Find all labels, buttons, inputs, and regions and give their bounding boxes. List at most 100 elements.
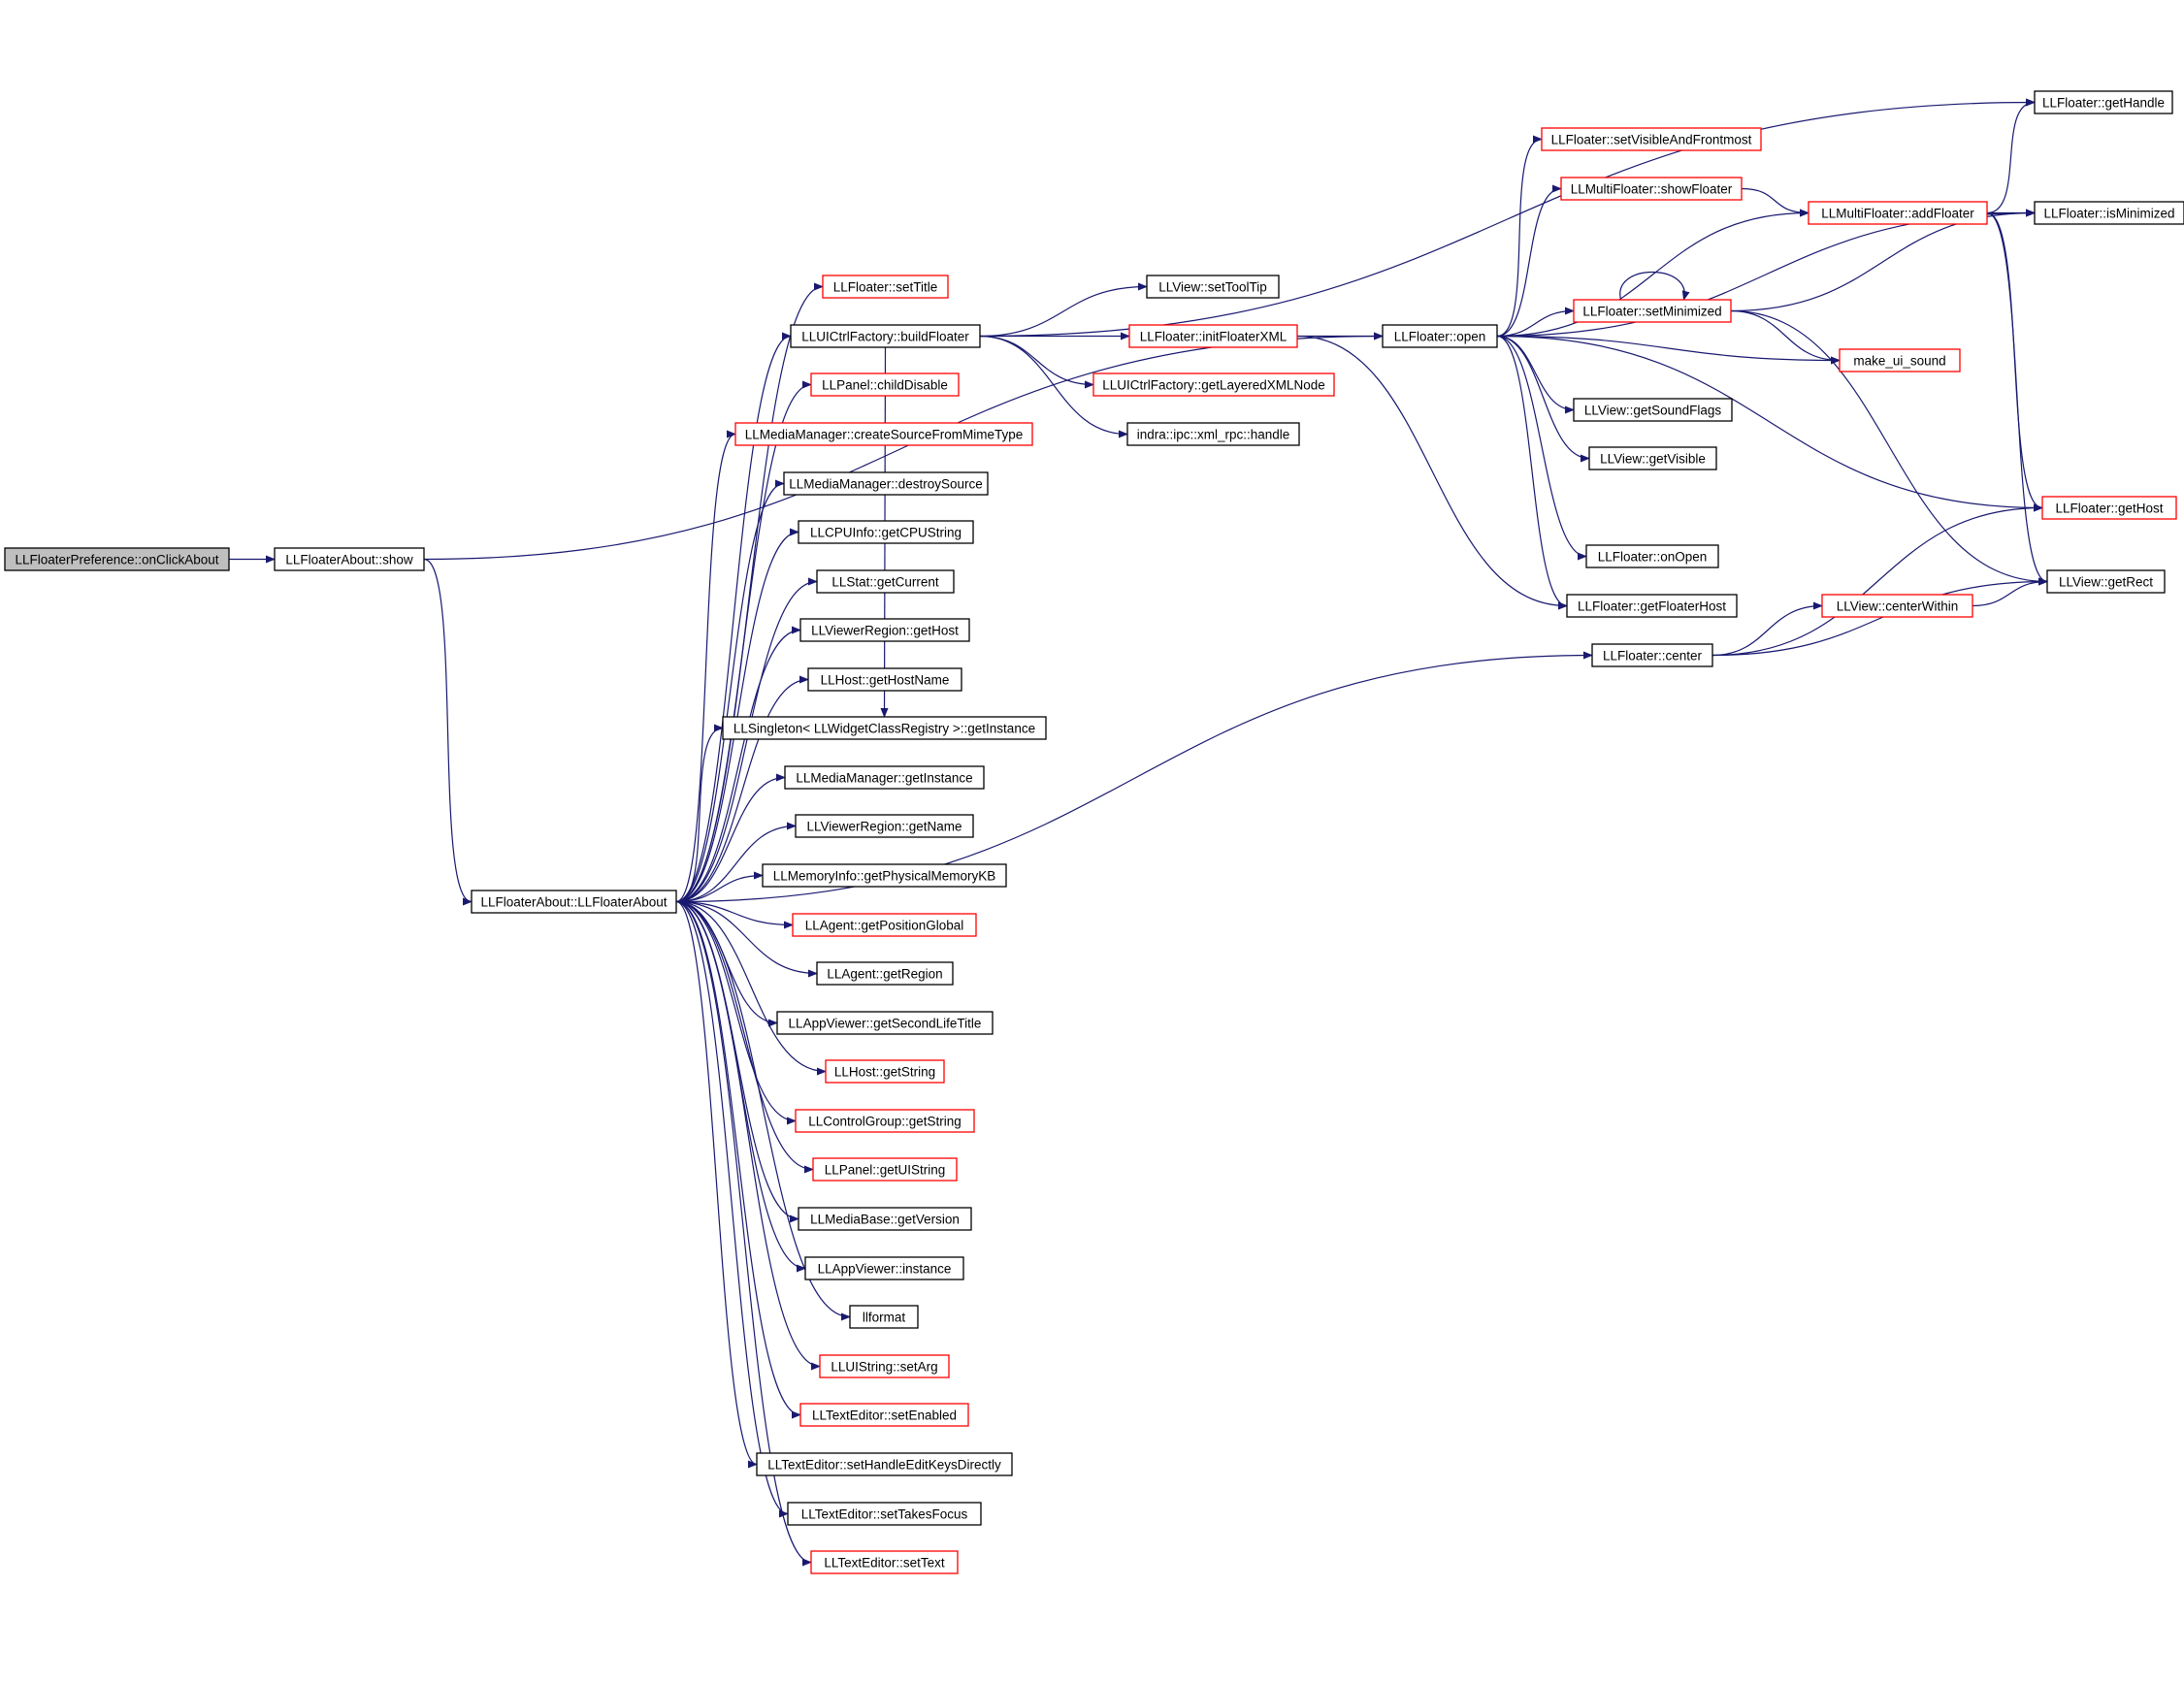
graph-node-set-text[interactable]: LLTextEditor::setText bbox=[810, 1550, 959, 1574]
node-box bbox=[810, 372, 960, 397]
graph-node-set-arg[interactable]: LLUIString::setArg bbox=[819, 1354, 950, 1378]
node-label: LLAppViewer::instance bbox=[818, 1262, 952, 1277]
node-label: LLFloaterAbout::show bbox=[285, 553, 413, 567]
node-box bbox=[816, 961, 954, 986]
graph-node-get-floater-host[interactable]: LLFloater::getFloaterHost bbox=[1566, 594, 1738, 618]
edge-layer bbox=[228, 98, 2048, 1567]
graph-node-root[interactable]: LLFloaterPreference::onClickAbout bbox=[4, 547, 230, 571]
graph-node-get-rect[interactable]: LLView::getRect bbox=[2046, 569, 2166, 594]
graph-node-build-floater[interactable]: LLUICtrlFactory::buildFloater bbox=[790, 324, 981, 348]
node-box bbox=[1541, 127, 1762, 151]
graph-node-get-current[interactable]: LLStat::getCurrent bbox=[816, 569, 955, 594]
graph-node-add-floater[interactable]: LLMultiFloater::addFloater bbox=[1808, 201, 1988, 225]
node-label: LLTextEditor::setTakesFocus bbox=[801, 1507, 968, 1522]
node-label: LLFloater::onOpen bbox=[1598, 550, 1708, 565]
graph-node-get-handle[interactable]: LLFloater::getHandle bbox=[2034, 90, 2173, 114]
graph-node-llformat[interactable]: llformat bbox=[849, 1305, 919, 1329]
graph-node-show[interactable]: LLFloaterAbout::show bbox=[274, 547, 425, 571]
graph-node-get-version[interactable]: LLMediaBase::getVersion bbox=[798, 1207, 972, 1231]
graph-node-show-floater[interactable]: LLMultiFloater::showFloater bbox=[1560, 177, 1743, 201]
graph-node-singleton-get-instance[interactable]: LLSingleton< LLWidgetClassRegistry >::ge… bbox=[722, 716, 1047, 740]
graph-node-set-title[interactable]: LLFloater::setTitle bbox=[822, 275, 949, 299]
node-box bbox=[795, 814, 974, 838]
edge-open-to-fGetHost bbox=[1496, 335, 2043, 512]
node-box bbox=[1382, 324, 1498, 348]
graph-node-vr-get-host[interactable]: LLViewerRegion::getHost bbox=[799, 618, 970, 642]
graph-node-set-vis-front[interactable]: LLFloater::setVisibleAndFrontmost bbox=[1541, 127, 1762, 151]
node-box bbox=[1126, 422, 1300, 446]
graph-node-f-get-host[interactable]: LLFloater::getHost bbox=[2041, 496, 2177, 520]
graph-node-set-minimized[interactable]: LLFloater::setMinimized bbox=[1573, 299, 1732, 323]
graph-node-make-ui-sound[interactable]: make_ui_sound bbox=[1839, 348, 1961, 372]
node-label: LLTextEditor::setHandleEditKeysDirectly bbox=[767, 1458, 1001, 1473]
node-box bbox=[795, 1109, 975, 1133]
node-box bbox=[784, 765, 985, 790]
node-label: LLView::getVisible bbox=[1600, 452, 1706, 467]
graph-node-get-visible[interactable]: LLView::getVisible bbox=[1588, 446, 1717, 470]
node-label: make_ui_sound bbox=[1853, 354, 1945, 369]
node-box bbox=[722, 716, 1047, 740]
graph-node-is-minimized[interactable]: LLFloater::isMinimized bbox=[2034, 201, 2184, 225]
node-label: LLFloater::initFloaterXML bbox=[1140, 330, 1288, 344]
node-label: LLTextEditor::setEnabled bbox=[812, 1409, 957, 1423]
graph-node-create-source[interactable]: LLMediaManager::createSourceFromMimeType bbox=[734, 422, 1033, 446]
graph-node-destroy-source[interactable]: LLMediaManager::destroySource bbox=[783, 471, 989, 496]
graph-node-get-phys-mem[interactable]: LLMemoryInfo::getPhysicalMemoryKB bbox=[762, 863, 1007, 888]
graph-node-get-layered-xml[interactable]: LLUICtrlFactory::getLayeredXMLNode bbox=[1092, 372, 1335, 397]
node-label: LLSingleton< LLWidgetClassRegistry >::ge… bbox=[733, 722, 1035, 736]
node-label: LLFloater::setVisibleAndFrontmost bbox=[1551, 133, 1752, 147]
edge-ctor-to-buildFloater bbox=[675, 332, 792, 903]
graph-node-on-open[interactable]: LLFloater::onOpen bbox=[1585, 544, 1719, 568]
node-label: LLMediaBase::getVersion bbox=[810, 1213, 960, 1227]
graph-node-child-disable[interactable]: LLPanel::childDisable bbox=[810, 372, 960, 397]
graph-node-xmlrpc-handle[interactable]: indra::ipc::xml_rpc::handle bbox=[1126, 422, 1300, 446]
graph-node-ctor[interactable]: LLFloaterAbout::LLFloaterAbout bbox=[471, 890, 677, 914]
node-box bbox=[756, 1452, 1013, 1476]
graph-node-vr-get-name[interactable]: LLViewerRegion::getName bbox=[795, 814, 974, 838]
edge-ctor-to-getUIString bbox=[675, 900, 814, 1174]
node-label: LLFloater::getHandle bbox=[2042, 96, 2165, 111]
node-label: LLFloater::setMinimized bbox=[1582, 305, 1721, 319]
node-box bbox=[798, 520, 974, 544]
graph-node-host-get-string[interactable]: LLHost::getString bbox=[825, 1059, 945, 1084]
graph-node-get-region[interactable]: LLAgent::getRegion bbox=[816, 961, 954, 986]
graph-node-get-cpustring[interactable]: LLCPUInfo::getCPUString bbox=[798, 520, 974, 544]
graph-node-set-tool-tip[interactable]: LLView::setToolTip bbox=[1146, 275, 1280, 299]
edge-initFloaterXML-to-getFloaterHost bbox=[1296, 335, 1568, 610]
node-box bbox=[849, 1305, 919, 1329]
node-box bbox=[812, 1157, 958, 1182]
graph-node-mm-get-instance[interactable]: LLMediaManager::getInstance bbox=[784, 765, 985, 790]
graph-node-app-instance[interactable]: LLAppViewer::instance bbox=[804, 1256, 964, 1280]
node-label: LLUIString::setArg bbox=[831, 1360, 937, 1375]
node-box bbox=[1573, 398, 1733, 422]
graph-node-get-sltitle[interactable]: LLAppViewer::getSecondLifeTitle bbox=[776, 1011, 994, 1035]
graph-node-get-host-name[interactable]: LLHost::getHostName bbox=[807, 667, 962, 692]
node-box bbox=[471, 890, 677, 914]
graph-node-set-enabled[interactable]: LLTextEditor::setEnabled bbox=[799, 1403, 969, 1427]
graph-node-init-floater-xml[interactable]: LLFloater::initFloaterXML bbox=[1128, 324, 1298, 348]
node-label: LLStat::getCurrent bbox=[831, 575, 939, 590]
graph-node-center-within[interactable]: LLView::centerWithin bbox=[1821, 594, 1973, 618]
edge-setMinimized-to-makeUiSound bbox=[1730, 309, 1841, 365]
node-label: LLFloater::getHost bbox=[2055, 502, 2163, 516]
node-box bbox=[2041, 496, 2177, 520]
graph-node-set-handle-edit[interactable]: LLTextEditor::setHandleEditKeysDirectly bbox=[756, 1452, 1013, 1476]
node-box bbox=[1839, 348, 1961, 372]
node-box bbox=[807, 667, 962, 692]
node-box bbox=[799, 618, 970, 642]
graph-node-set-takes-focus[interactable]: LLTextEditor::setTakesFocus bbox=[787, 1502, 982, 1526]
graph-node-center[interactable]: LLFloater::center bbox=[1591, 643, 1713, 667]
graph-node-open[interactable]: LLFloater::open bbox=[1382, 324, 1498, 348]
graph-node-get-uistring[interactable]: LLPanel::getUIString bbox=[812, 1157, 958, 1182]
edge-ctor-to-hostGetString bbox=[675, 900, 827, 1076]
node-label: LLAgent::getRegion bbox=[827, 967, 942, 982]
edge-ctor-to-getRegion bbox=[675, 900, 818, 978]
graph-node-cg-get-string[interactable]: LLControlGroup::getString bbox=[795, 1109, 975, 1133]
graph-node-get-sound-flags[interactable]: LLView::getSoundFlags bbox=[1573, 398, 1733, 422]
edge-centerWithin-to-getRect bbox=[1972, 577, 2048, 607]
edge-ctor-to-getCurrent bbox=[675, 577, 818, 903]
graph-node-get-pos-global[interactable]: LLAgent::getPositionGlobal bbox=[792, 913, 977, 937]
node-box bbox=[4, 547, 230, 571]
node-label: LLFloater::getFloaterHost bbox=[1578, 599, 1726, 614]
